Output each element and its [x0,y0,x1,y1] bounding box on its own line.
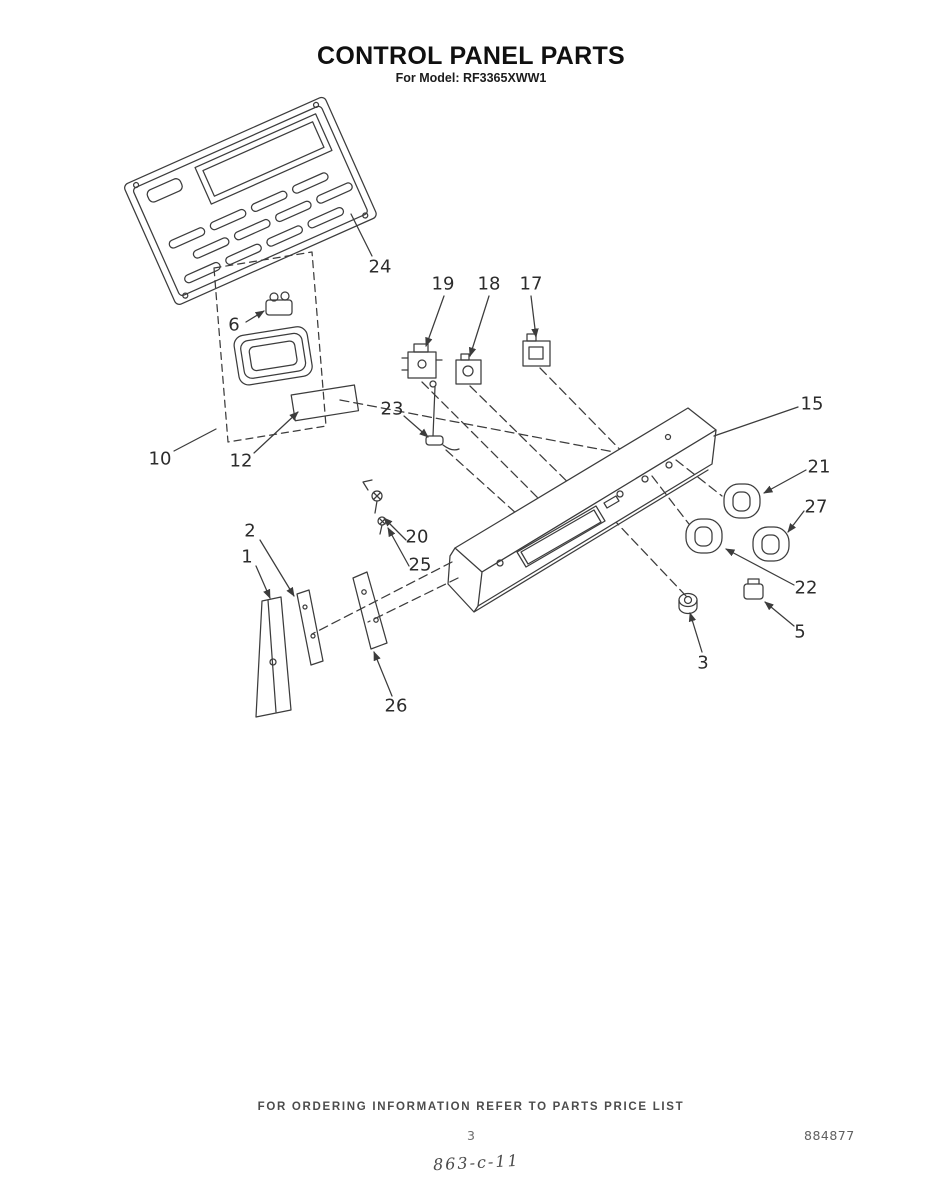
part-17-switch [523,334,550,366]
part-3-nut [679,594,697,614]
page-number: 3 [467,1128,475,1143]
part-12-plate [291,385,358,421]
callout-leader-lines [174,214,806,696]
part-6-switch [266,292,292,315]
part-22-knob [686,519,722,553]
clock-display-bezel [233,325,314,386]
part-21-knob [724,484,760,518]
part-23-sensor-wire [426,381,459,450]
knob-alignment-lines [652,460,722,528]
model-subtitle: For Model: RF3365XWW1 [395,71,547,85]
part-20-screw [363,480,382,513]
page-title: CONTROL PANEL PARTS [316,42,626,70]
part-27-knob [753,527,789,561]
part-5-clip [744,579,763,599]
part-1-end-trim [256,597,291,717]
doc-number: 884877 [804,1128,855,1143]
part-19-switch [402,344,442,378]
part-10-panel-outline [214,252,326,442]
part-15-control-panel [448,408,716,612]
ordering-note: FOR ORDERING INFORMATION REFER TO PARTS … [257,1101,685,1113]
part-24-backguard-panel [123,96,378,306]
part-18-switch [456,354,481,384]
part-2-trim-bar [297,590,323,665]
part-26-bracket [353,572,387,649]
